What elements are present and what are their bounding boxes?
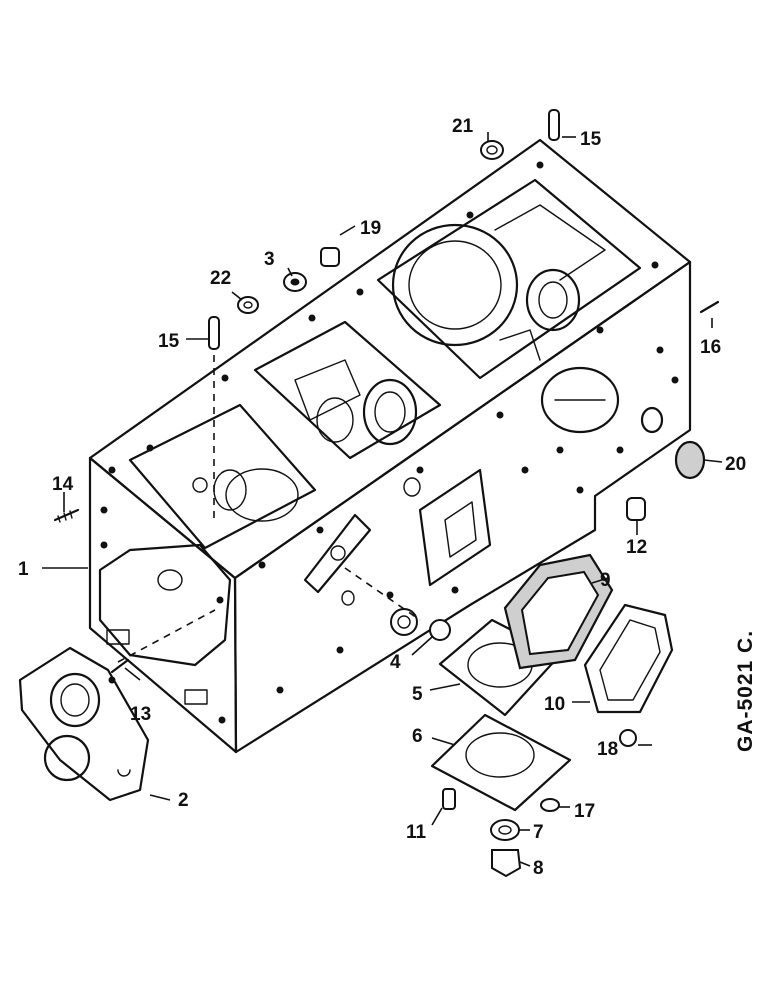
callout-10: 10 — [544, 694, 565, 715]
callout-5: 5 — [412, 684, 423, 705]
callout-4: 4 — [390, 652, 401, 673]
callout-7: 7 — [533, 822, 544, 843]
callout-2: 2 — [178, 790, 189, 811]
callout-13: 13 — [130, 704, 151, 725]
callout-11: 11 — [406, 822, 427, 843]
figure-code: GA-5021 C. — [734, 630, 757, 752]
callout-1: 1 — [18, 559, 29, 580]
callout-6: 6 — [412, 726, 423, 747]
alignment-lines — [117, 355, 421, 663]
callout-20: 20 — [725, 454, 746, 475]
callout-21: 21 — [452, 116, 474, 137]
callout-19: 19 — [360, 218, 381, 239]
callout-12: 12 — [626, 537, 647, 558]
callout-16: 16 — [700, 337, 721, 358]
callout-15b: 15 — [580, 129, 602, 150]
leader-lines — [42, 132, 723, 867]
callout-9: 9 — [600, 570, 611, 591]
callout-15a: 15 — [158, 331, 180, 352]
callout-8: 8 — [533, 858, 544, 879]
bolt-holes — [100, 161, 679, 724]
callout-17: 17 — [574, 801, 595, 822]
rear-cover-plate — [18, 646, 150, 802]
callout-18: 18 — [597, 739, 618, 760]
callout-22: 22 — [210, 268, 231, 289]
transmission-housing — [88, 138, 692, 754]
callout-3: 3 — [264, 249, 275, 270]
pto-cover-assembly — [430, 553, 674, 812]
callout-14: 14 — [52, 474, 74, 495]
loose-parts — [53, 109, 720, 878]
callout-labels: 1 2 3 4 5 6 7 8 9 10 11 12 13 14 15 15 1… — [18, 116, 746, 879]
